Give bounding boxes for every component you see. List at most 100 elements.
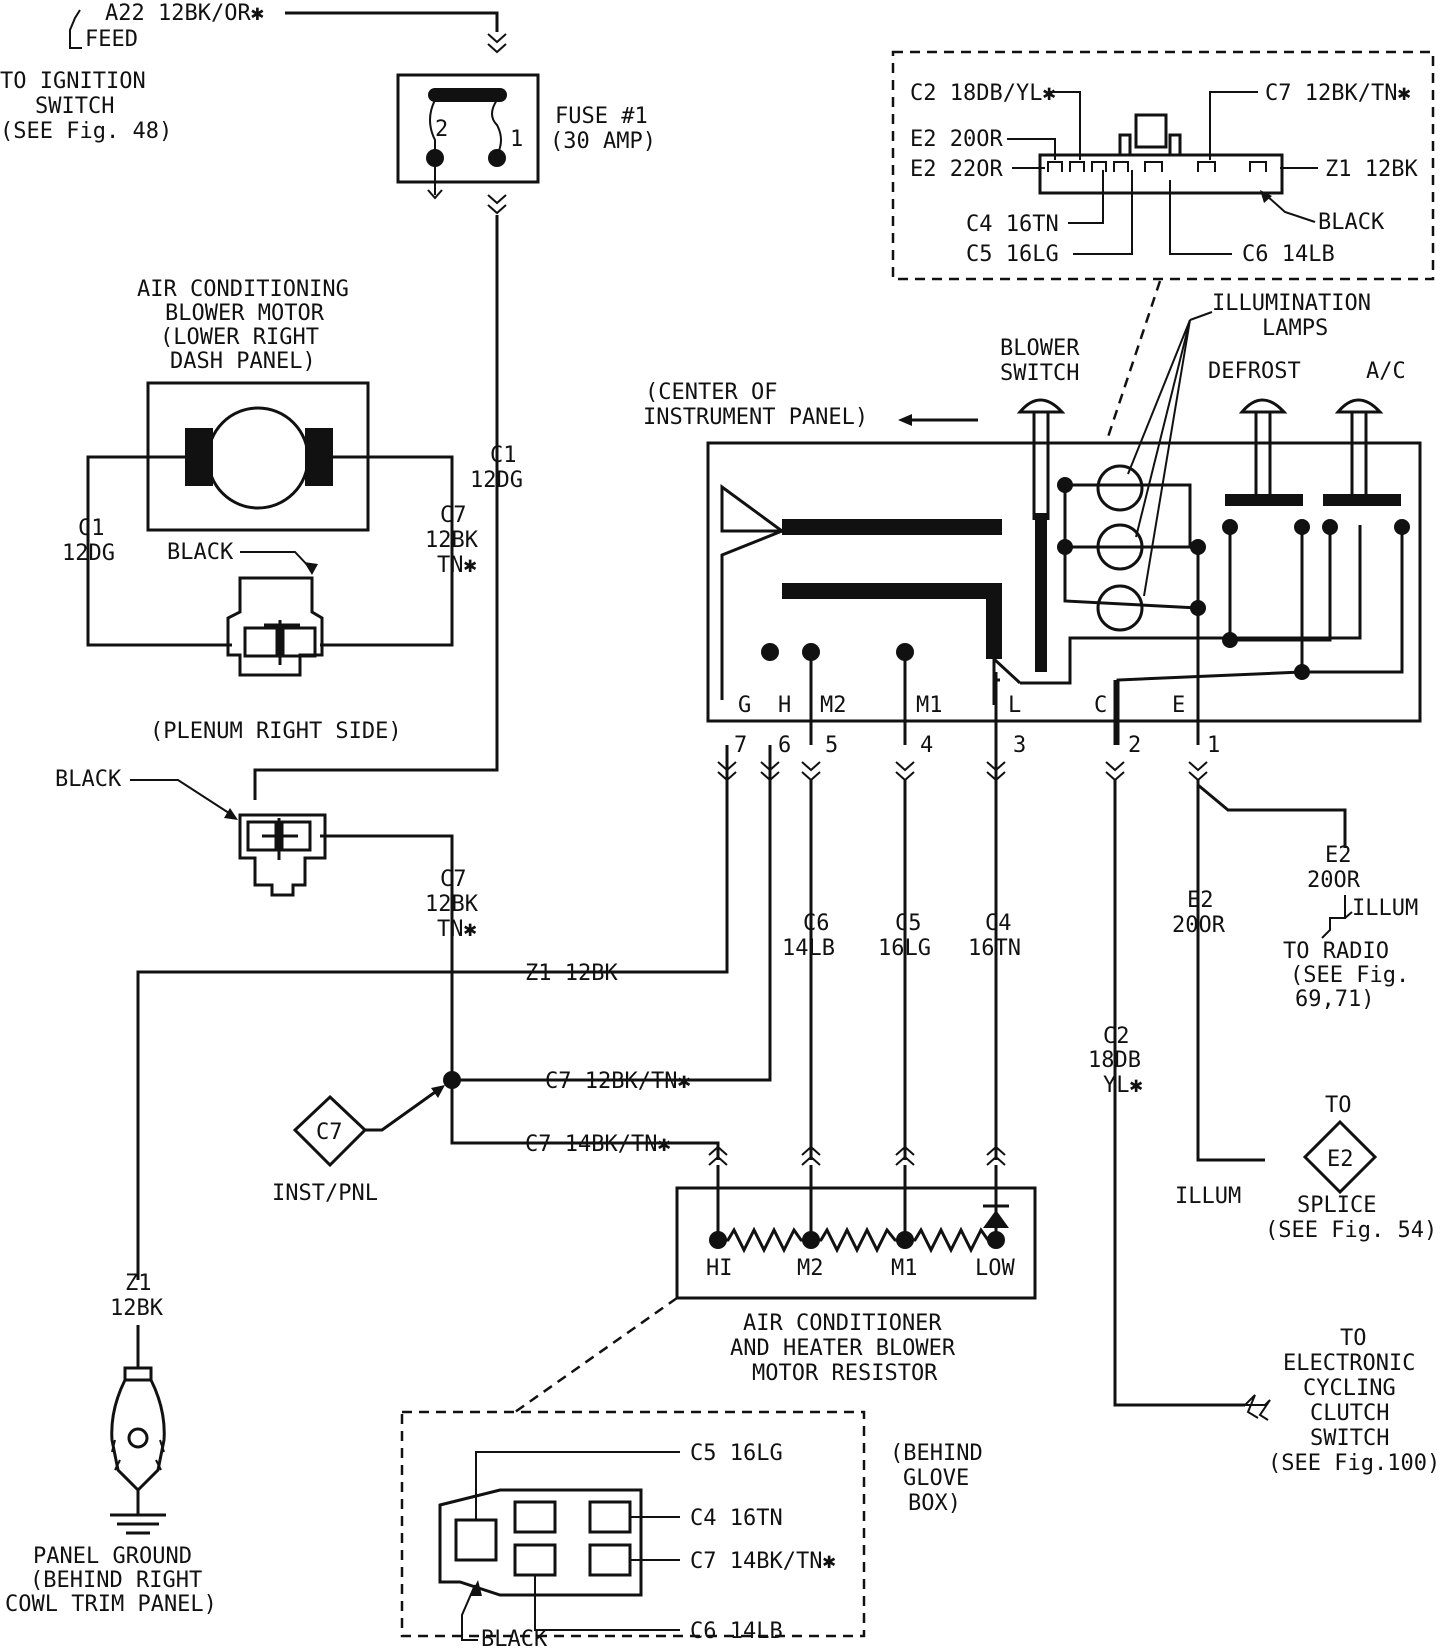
z1-ground-circuit: Z1 12BK Z1 12BK PANEL GROUND (BEHIND RIG…	[5, 745, 729, 1617]
black-motor-label: BLACK	[167, 540, 234, 565]
connector-detail-leader	[1105, 280, 1162, 441]
c7-12bk-label: C7 12BK/TN✱	[545, 1069, 691, 1094]
to-radio-fig-num-label: 69,71)	[1295, 987, 1374, 1012]
e2-splice: TO E2 ILLUM SPLICE (SEE Fig. 54)	[1175, 1093, 1437, 1421]
conn-bot-c6-label: C6 14LB	[690, 1619, 783, 1644]
panel-ground-label: PANEL GROUND	[33, 1544, 192, 1569]
c2-clutch-circuit: TO ELECTRONIC CYCLING CLUTCH SWITCH (SEE…	[1113, 1160, 1440, 1476]
to-clutch-label: TO	[1340, 1326, 1367, 1351]
motor-c7-color-label: TN✱	[437, 553, 477, 578]
c2-gauge-label: 18DB	[1088, 1048, 1141, 1073]
fuse-pin-1: 1	[510, 127, 523, 152]
term-e: E	[1172, 693, 1185, 718]
conn-top-black-label: BLACK	[1318, 210, 1385, 235]
blower-switch-label-1: BLOWER	[1000, 336, 1080, 361]
center-panel-label-1: (CENTER OF	[645, 380, 777, 405]
conn-top-c4-label: C4 16TN	[966, 212, 1059, 237]
resistor-label-2: AND HEATER BLOWER	[730, 1336, 956, 1361]
to-clutch-cycling-label: CYCLING	[1303, 1376, 1396, 1401]
c2-color-label: YL✱	[1103, 1073, 1143, 1098]
to-clutch-electronic-label: ELECTRONIC	[1283, 1351, 1415, 1376]
splice-fig-label: (SEE Fig. 54)	[1265, 1218, 1437, 1243]
z1-wire-label: Z1 12BK	[525, 961, 618, 986]
e2-riser-gauge-label: 20OR	[1172, 913, 1226, 938]
blower-motor-label-3: (LOWER RIGHT	[160, 325, 319, 350]
c7-mid-color-label: TN✱	[437, 917, 477, 942]
switch-housing: (CENTER OF INSTRUMENT PANEL) ILLUMINATIO…	[643, 291, 1422, 745]
term-l: L	[1008, 693, 1021, 718]
e2-right-gauge-label: 20OR	[1307, 868, 1361, 893]
to-clutch-switch-label: SWITCH	[1310, 1426, 1389, 1451]
conn-bot-black-label: BLACK	[481, 1627, 548, 1646]
pin-3: 3	[1013, 733, 1026, 758]
feed-section: A22 12BK/OR✱ FEED TO IGNITION SWITCH (SE…	[0, 1, 507, 144]
blower-motor-label-1: AIR CONDITIONING	[137, 277, 349, 302]
glove-label-1: (BEHIND	[890, 1441, 983, 1466]
defrost-label: DEFROST	[1208, 359, 1301, 384]
e2-radio-circuit: E2 20OR ILLUM TO RADIO (SEE Fig. 69,71)	[1283, 843, 1418, 1012]
splice-label: SPLICE	[1297, 1193, 1376, 1218]
conn-top-c6-label: C6 14LB	[1242, 242, 1335, 267]
z1-ground-gauge-label: 12BK	[110, 1296, 164, 1321]
to-ignition-label: TO IGNITION	[0, 69, 146, 94]
motor-c7-gauge-label: 12BK	[425, 528, 479, 553]
plenum-connector: BLACK C7 12BK TN✱	[55, 767, 479, 1080]
illum-splice-label: ILLUM	[1175, 1184, 1241, 1209]
illum-lamps-label-1: ILLUMINATION	[1212, 291, 1371, 316]
illum-radio-label: ILLUM	[1352, 896, 1418, 921]
conn-top-z1-label: Z1 12BK	[1325, 157, 1418, 182]
blower-motor-resistor: HI M2 M1 LOW AIR CONDITIONER AND HEATER …	[675, 1145, 1037, 1386]
motor-connector: (PLENUM RIGHT SIDE)	[150, 576, 402, 744]
res-m1-label: M1	[891, 1256, 918, 1281]
term-g: G	[738, 693, 751, 718]
c1-riser-wire	[253, 215, 499, 800]
resistor-label-1: AIR CONDITIONER	[743, 1311, 942, 1336]
riser-c1-gauge-label: 12DG	[470, 468, 523, 493]
res-hi-label: HI	[706, 1256, 733, 1281]
motor-c1-gauge-label: 12DG	[62, 541, 115, 566]
c7-mid-gauge-label: 12BK	[425, 892, 479, 917]
center-panel-label-2: INSTRUMENT PANEL)	[643, 405, 868, 430]
conn-bot-c5-label: C5 16LG	[690, 1441, 783, 1466]
to-clutch-fig-label: (SEE Fig.100)	[1268, 1451, 1440, 1476]
resistor-detail-leader	[514, 1296, 678, 1414]
c5-label: C5	[895, 911, 922, 936]
switch-output-wires: C6 14LB C5 16LG C4 16TN E2 20OR C2 18DB …	[725, 672, 1347, 1407]
c6-label: C6	[803, 911, 830, 936]
conn-top-c5-label: C5 16LG	[966, 242, 1059, 267]
fuse-label: FUSE #1	[555, 104, 648, 129]
switch-connector-detail: C2 18DB/YL✱ C7 12BK/TN✱ E2 20OR E2 22OR …	[891, 50, 1435, 281]
to-clutch-clutch-label: CLUTCH	[1310, 1401, 1389, 1426]
blower-switch-label-2: SWITCH	[1000, 361, 1079, 386]
res-low-label: LOW	[975, 1256, 1015, 1281]
c7-14bk-label: C7 14BK/TN✱	[525, 1132, 671, 1157]
term-m2: M2	[820, 693, 847, 718]
pin-5: 5	[825, 733, 838, 758]
pin-1: 1	[1207, 733, 1220, 758]
conn-bot-c4-label: C4 16TN	[690, 1506, 783, 1531]
blower-motor-label-2: BLOWER MOTOR	[165, 301, 325, 326]
inst-pnl-label: INST/PNL	[272, 1181, 378, 1206]
panel-ground-location-label: (BEHIND RIGHT	[30, 1568, 202, 1593]
c5-gauge-label: 16LG	[878, 936, 931, 961]
feed-label: FEED	[85, 27, 138, 52]
c7-mid-label: C7	[440, 867, 467, 892]
e2-splice-tag: E2	[1327, 1147, 1354, 1172]
conn-top-c7-label: C7 12BK/TN✱	[1265, 81, 1411, 106]
resistor-connector-detail: C5 16LG C4 16TN C7 14BK/TN✱ C6 14LB BLAC…	[400, 1410, 983, 1651]
c4-label: C4	[985, 911, 1012, 936]
term-h: H	[778, 693, 791, 718]
c2-label: C2	[1103, 1024, 1130, 1049]
fuse-pin-2: 2	[435, 117, 448, 142]
c7-splice-tag: C7	[316, 1120, 343, 1145]
fuse-1: 2 1 FUSE #1 (30 AMP)	[396, 73, 656, 215]
c6-gauge-label: 14LB	[782, 936, 835, 961]
pin-2: 2	[1128, 733, 1141, 758]
fuse-rating-label: (30 AMP)	[550, 129, 656, 154]
glove-label-2: GLOVE	[903, 1466, 969, 1491]
black-plenum-label: BLACK	[55, 767, 122, 792]
pin-7: 7	[734, 733, 747, 758]
pin-4: 4	[920, 733, 933, 758]
conn-top-e2-220-label: E2 22OR	[910, 157, 1003, 182]
